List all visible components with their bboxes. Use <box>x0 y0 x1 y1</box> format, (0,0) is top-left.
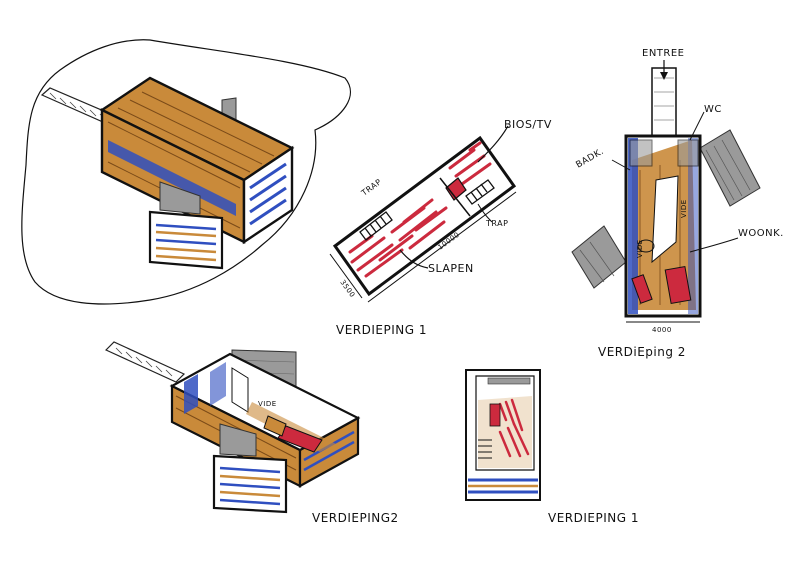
plan2-label-entree: ENTREE <box>642 48 685 59</box>
plan1-stairs-left <box>359 211 393 241</box>
plan1-dim-width: 3500 <box>338 278 356 299</box>
plan1-caption: VERDIEPING 1 <box>336 323 427 337</box>
plan2-label-wc: WC <box>704 104 722 115</box>
iso1-sleep-hatch <box>498 398 530 458</box>
iso2-label-vide: VIDE <box>258 400 277 408</box>
iso2-entry-bridge <box>104 341 186 383</box>
plan2-gray-left <box>571 225 627 289</box>
plan2-dim-width: 4000 <box>652 326 672 334</box>
overall-mass-sketch <box>21 39 351 305</box>
plan2-label-vide-right: VIDE <box>680 199 688 218</box>
iso1-caption: VERDIEPING 1 <box>548 511 639 525</box>
plan1-label-bios: BIOS/TV <box>504 118 552 131</box>
site-outline <box>21 39 351 305</box>
plan2-gray-right <box>699 129 761 207</box>
iso-floor2: VIDE VERDIEPING2 <box>104 341 399 525</box>
plan1-label-trap-left: TRAP <box>359 177 383 198</box>
plan-floor1: BIOS/TV TRAP TRAP SLAPEN 10000 3500 VERD… <box>329 118 552 337</box>
plan2-label-vide-left: VIDE <box>636 239 644 258</box>
plan1-label-trap-right: TRAP <box>485 219 508 228</box>
plan2-label-woonk: WOONK. <box>738 228 784 239</box>
plan1-stairs-right <box>465 179 495 205</box>
plan2-caption: VERDiEping 2 <box>598 345 686 359</box>
plan1-sleep-hatch <box>348 141 492 278</box>
iso2-caption: VERDIEPING2 <box>312 511 399 525</box>
iso-floor1: VERDIEPING 1 <box>465 369 639 525</box>
plan2-label-badk: BADK. <box>575 147 606 171</box>
plan-floor2: ENTREE WC BADK. WOONK. VIDE VIDE 4000 VE… <box>571 48 784 359</box>
plan1-label-slapen: SLAPEN <box>428 262 474 275</box>
